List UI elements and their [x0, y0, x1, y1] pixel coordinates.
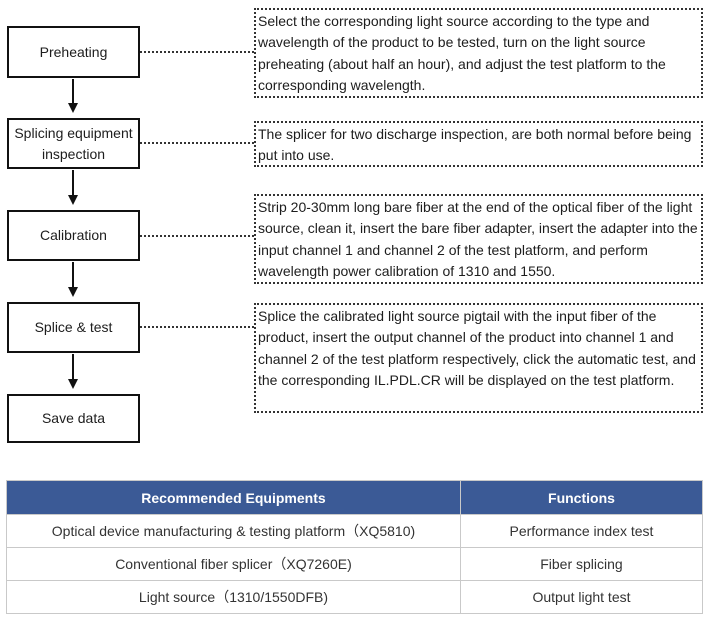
desc-calibration-text: Strip 20-30mm long bare fiber at the end… [258, 199, 698, 279]
step-preheating-label: Preheating [39, 43, 108, 60]
header-functions: Functions [459, 480, 704, 515]
header-recommended-equipments: Recommended Equipments [6, 480, 461, 515]
desc-preheating-text: Select the corresponding light source ac… [258, 13, 666, 93]
step-save-data-label: Save data [41, 410, 106, 426]
step-splicing-inspection: Splicing equipment inspection [7, 118, 140, 169]
desc-splice-test: Splice the calibrated light source pigta… [254, 303, 703, 413]
desc-splicing-inspection-text: The splicer for two discharge inspection… [258, 126, 692, 164]
function-cell: Fiber splicing [459, 547, 704, 581]
step-save-data: Save data [7, 394, 140, 443]
function-cell: Performance index test [459, 514, 704, 548]
equipment-table: Recommended Equipments Functions Optical… [6, 480, 704, 614]
table-header-row: Recommended Equipments Functions [6, 480, 704, 515]
equipment-cell: Light source（1310/1550DFB) [6, 580, 461, 614]
step-splicing-inspection-label: Splicing equipment inspection [14, 124, 133, 162]
desc-preheating: Select the corresponding light source ac… [254, 8, 703, 98]
step-splice-test-label: Splice & test [34, 319, 113, 335]
desc-splicing-inspection: The splicer for two discharge inspection… [254, 121, 703, 167]
step-splice-test: Splice & test [7, 302, 140, 353]
step-preheating: Preheating [7, 26, 140, 78]
step-calibration-label: Calibration [40, 227, 107, 243]
desc-splice-test-text: Splice the calibrated light source pigta… [258, 308, 696, 388]
equipment-cell: Conventional fiber splicer（XQ7260E) [6, 547, 461, 581]
table-row: Light source（1310/1550DFB) Output light … [6, 580, 704, 614]
desc-calibration: Strip 20-30mm long bare fiber at the end… [254, 194, 703, 284]
function-cell: Output light test [459, 580, 704, 614]
table-row: Conventional fiber splicer（XQ7260E) Fibe… [6, 547, 704, 581]
step-calibration: Calibration [7, 210, 140, 261]
equipment-cell: Optical device manufacturing & testing p… [6, 514, 461, 548]
table-row: Optical device manufacturing & testing p… [6, 514, 704, 548]
